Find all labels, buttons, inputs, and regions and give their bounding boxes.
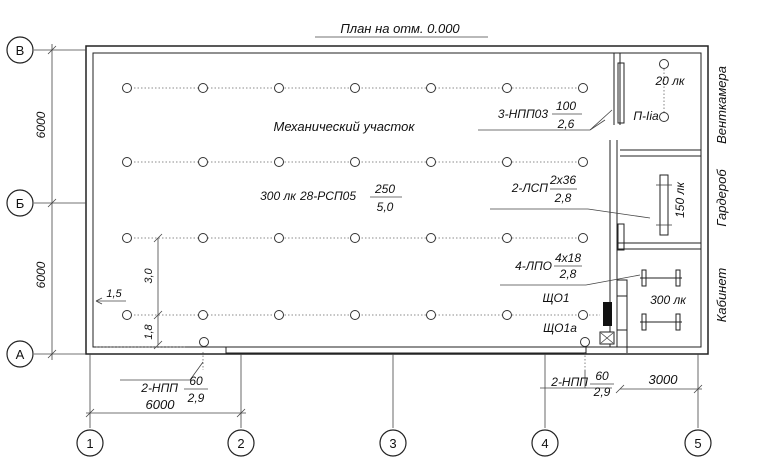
- dimension-left: 6000 6000: [34, 44, 57, 360]
- lamp-row-2: [122, 157, 588, 167]
- axis-marker-col-1: 1: [76, 429, 104, 457]
- axis-marker-row-b: Б: [6, 189, 34, 217]
- dim-offset-x: 1,5: [106, 288, 122, 300]
- entrance-canopy: [96, 337, 590, 370]
- panel-shchо1a: [599, 331, 615, 345]
- lux-vent: 20 лк: [654, 74, 685, 88]
- fixture-main-den: 5,0: [377, 200, 394, 214]
- lux-wardrobe: 150 лк: [673, 181, 687, 218]
- dimension-bottom: 6000 3000: [85, 372, 703, 418]
- room-name-workshop: Механический участок: [274, 119, 416, 134]
- lamp-row-4: [122, 310, 600, 320]
- fixture-main-num: 250: [374, 182, 395, 196]
- axis-lines: [34, 49, 699, 428]
- fixture-npp03-code: 3-НПП03: [498, 107, 548, 121]
- axis-label-a: А: [16, 347, 25, 362]
- wardrobe-lamps: [656, 174, 672, 236]
- dim-left-bottom: 6000: [34, 261, 48, 288]
- dimension-interior: 1,5 3,0 1,8: [95, 233, 163, 350]
- panel-label-1: ЩО1: [542, 291, 569, 305]
- axis-label-1: 1: [86, 436, 93, 451]
- vent-room-lamps: [659, 59, 669, 122]
- dim-spacing-v: 3,0: [143, 267, 155, 283]
- axis-label-3: 3: [389, 436, 396, 451]
- room-name-office: Кабинет: [714, 268, 729, 323]
- room-name-wardrobe: Гардероб: [714, 169, 729, 227]
- axis-marker-col-4: 4: [531, 429, 559, 457]
- leader-lines: [120, 109, 651, 389]
- axis-marker-col-2: 2: [227, 429, 255, 457]
- lux-office: 300 лк: [650, 293, 687, 307]
- lamp-row-1: [122, 83, 588, 93]
- fixture-lpo-num: 4x18: [555, 251, 581, 265]
- lamp-row-3: [122, 233, 588, 243]
- building-walls: [85, 45, 709, 355]
- plan-title: План на отм. 0.000: [340, 21, 460, 36]
- axis-label-4: 4: [541, 436, 548, 451]
- fixture-npp-left-num: 60: [189, 374, 203, 388]
- fixture-npp-right-code: 2-НПП: [550, 375, 588, 389]
- fixture-npp-left-code: 2-НПП: [140, 381, 178, 395]
- fixture-npp03-num: 100: [556, 99, 576, 113]
- axis-marker-col-5: 5: [684, 429, 712, 457]
- fixture-lsp-num: 2x36: [549, 173, 576, 187]
- axis-marker-row-a: А: [6, 340, 34, 368]
- panel-label-1a: ЩО1а: [543, 321, 577, 335]
- fixture-npp-right-den: 2,9: [593, 385, 611, 399]
- axis-label-5: 5: [694, 436, 701, 451]
- room-tag: П-Iia: [633, 109, 659, 123]
- axis-label-b: Б: [16, 196, 25, 211]
- fixture-lpo-den: 2,8: [559, 267, 577, 281]
- fixture-lsp-den: 2,8: [554, 191, 572, 205]
- dim-bottom-12: 6000: [146, 397, 176, 412]
- axis-marker-row-v: В: [6, 36, 34, 64]
- fixture-lpo-code: 4-ЛПО: [515, 259, 552, 273]
- fixture-lsp-code: 2-ЛСП: [511, 181, 549, 195]
- axis-marker-col-3: 3: [379, 429, 407, 457]
- lux-main: 300 лк: [260, 189, 297, 203]
- office-lamps: [640, 269, 682, 331]
- fixture-npp03-den: 2,6: [557, 117, 575, 131]
- panel-shchо1: [603, 302, 612, 326]
- dim-left-top: 6000: [34, 111, 48, 138]
- fixture-npp-right-num: 60: [595, 369, 609, 383]
- axis-label-v: В: [16, 43, 25, 58]
- dim-offset-v: 1,8: [143, 323, 155, 339]
- fixture-npp-left-den: 2,9: [187, 391, 205, 405]
- dim-bottom-45: 3000: [649, 372, 679, 387]
- room-name-vent: Венткамера: [714, 66, 729, 144]
- axis-label-2: 2: [237, 436, 244, 451]
- fixture-main-code: 28-РСП05: [299, 189, 356, 203]
